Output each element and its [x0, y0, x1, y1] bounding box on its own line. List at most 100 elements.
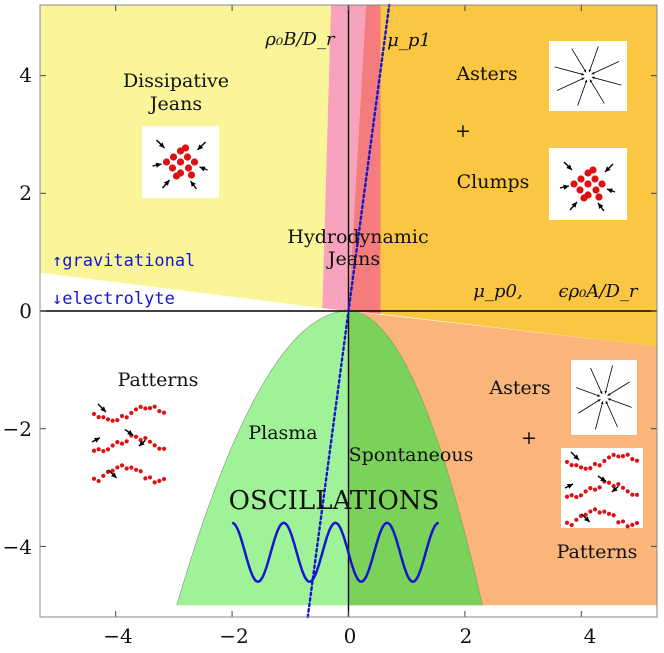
particle-dot: [620, 485, 626, 490]
inset-background: [549, 41, 627, 111]
label-patterns-right: Patterns: [557, 541, 638, 563]
particle-dot: [183, 153, 192, 161]
x-tick-label: 2: [460, 624, 473, 648]
label-asters-bottom: Asters: [488, 377, 550, 399]
particle-dot: [595, 193, 603, 201]
particle-dot: [583, 466, 588, 471]
arrowhead: [111, 472, 117, 478]
aster-ray: [577, 79, 588, 106]
oscillation-wave: [231, 521, 440, 583]
arrowhead: [581, 72, 585, 76]
particle-dot: [589, 166, 597, 174]
particle-dot: [616, 520, 621, 525]
arrowhead: [584, 516, 590, 522]
aster-ray: [591, 61, 620, 75]
arrowhead: [589, 79, 593, 83]
particle-dot: [598, 180, 606, 188]
arrowhead: [573, 454, 579, 460]
particle-dot: [115, 439, 120, 445]
arrowhead: [190, 181, 196, 187]
insets: [91, 41, 643, 529]
label-eps-rho-a-dr: ϵρ₀A/D_r: [559, 281, 639, 302]
inset-background: [561, 448, 643, 528]
inset-clump-dissipative: [142, 126, 219, 198]
particle-dot: [143, 406, 148, 411]
label-gravitational: ↑gravitational: [52, 251, 195, 271]
particle-dot: [101, 415, 106, 420]
particle-dot: [597, 510, 602, 515]
aster-ray: [605, 400, 618, 428]
y-tick-label: −2: [3, 417, 32, 441]
particle-dot: [588, 485, 593, 491]
particle-dot: [564, 459, 570, 465]
particle-dot: [176, 158, 185, 166]
particle-dot: [110, 468, 115, 473]
arrowhead: [600, 476, 607, 482]
particle-dot: [110, 443, 115, 448]
particle-dot: [576, 186, 584, 194]
particle-dot: [577, 175, 585, 183]
particle-dot: [574, 517, 579, 522]
particle-dot: [138, 404, 143, 409]
aster-ray: [588, 46, 599, 73]
particle-dot: [634, 492, 640, 497]
particle-dot: [91, 476, 97, 481]
arrowhead: [138, 440, 145, 447]
particle-dot: [578, 465, 584, 470]
label-plasma: Plasma: [248, 422, 317, 444]
particle-dot: [133, 434, 139, 439]
particle-dot: [611, 452, 616, 457]
arrowhead: [566, 164, 572, 170]
particle-dot: [569, 493, 574, 498]
particle-dot: [157, 478, 162, 483]
arrowhead: [563, 184, 569, 190]
arrowhead: [599, 390, 603, 394]
particle-dot: [115, 465, 120, 470]
arrowhead: [611, 486, 618, 492]
particle-dot: [169, 153, 178, 161]
aster-ray: [556, 77, 585, 91]
particle-dot: [588, 509, 593, 514]
particle-dot: [616, 481, 621, 487]
particle-dot: [124, 439, 129, 444]
x-tick-label: −2: [219, 624, 248, 648]
aster-ray: [590, 367, 603, 395]
particle-dot: [152, 443, 157, 448]
label-mu-p0: μ_p0,: [473, 281, 522, 302]
label-dissipative-jeans: Jeans: [148, 93, 202, 115]
particle-dot: [620, 454, 626, 459]
inset-aster-top: [549, 41, 627, 111]
particle-dot: [570, 180, 578, 188]
label-plus-top: +: [455, 120, 471, 142]
particle-dot: [147, 439, 153, 444]
particle-dot: [172, 172, 181, 180]
particle-dot: [583, 489, 588, 494]
particle-dot: [190, 158, 199, 166]
y-tick-label: 4: [19, 63, 32, 87]
particle-dot: [124, 415, 129, 420]
particle-dot: [147, 475, 153, 480]
particle-dot: [161, 446, 167, 451]
arrowhead: [158, 142, 165, 148]
arrowhead: [567, 484, 573, 489]
inset-aster-bottom: [571, 360, 637, 435]
label-clumps: Clumps: [457, 171, 530, 193]
particle-dot: [152, 480, 157, 485]
label-hydrodynamic: Hydrodynamic: [287, 226, 428, 248]
arrowhead: [127, 430, 134, 436]
region-spontaneous: [348, 311, 483, 606]
particle-dot: [105, 417, 111, 422]
particle-dot: [101, 448, 106, 454]
particle-dot: [147, 406, 153, 411]
particle-dot: [625, 489, 630, 494]
y-tick-label: 2: [19, 181, 32, 205]
particle-dot: [91, 411, 97, 417]
x-tick-label: 4: [584, 624, 597, 648]
overlays: [231, 3, 440, 619]
particle-dot: [611, 483, 616, 489]
inset-background: [571, 360, 637, 435]
parabola-outline: [176, 310, 483, 606]
particle-dot: [101, 473, 106, 478]
particle-dot: [143, 476, 148, 481]
